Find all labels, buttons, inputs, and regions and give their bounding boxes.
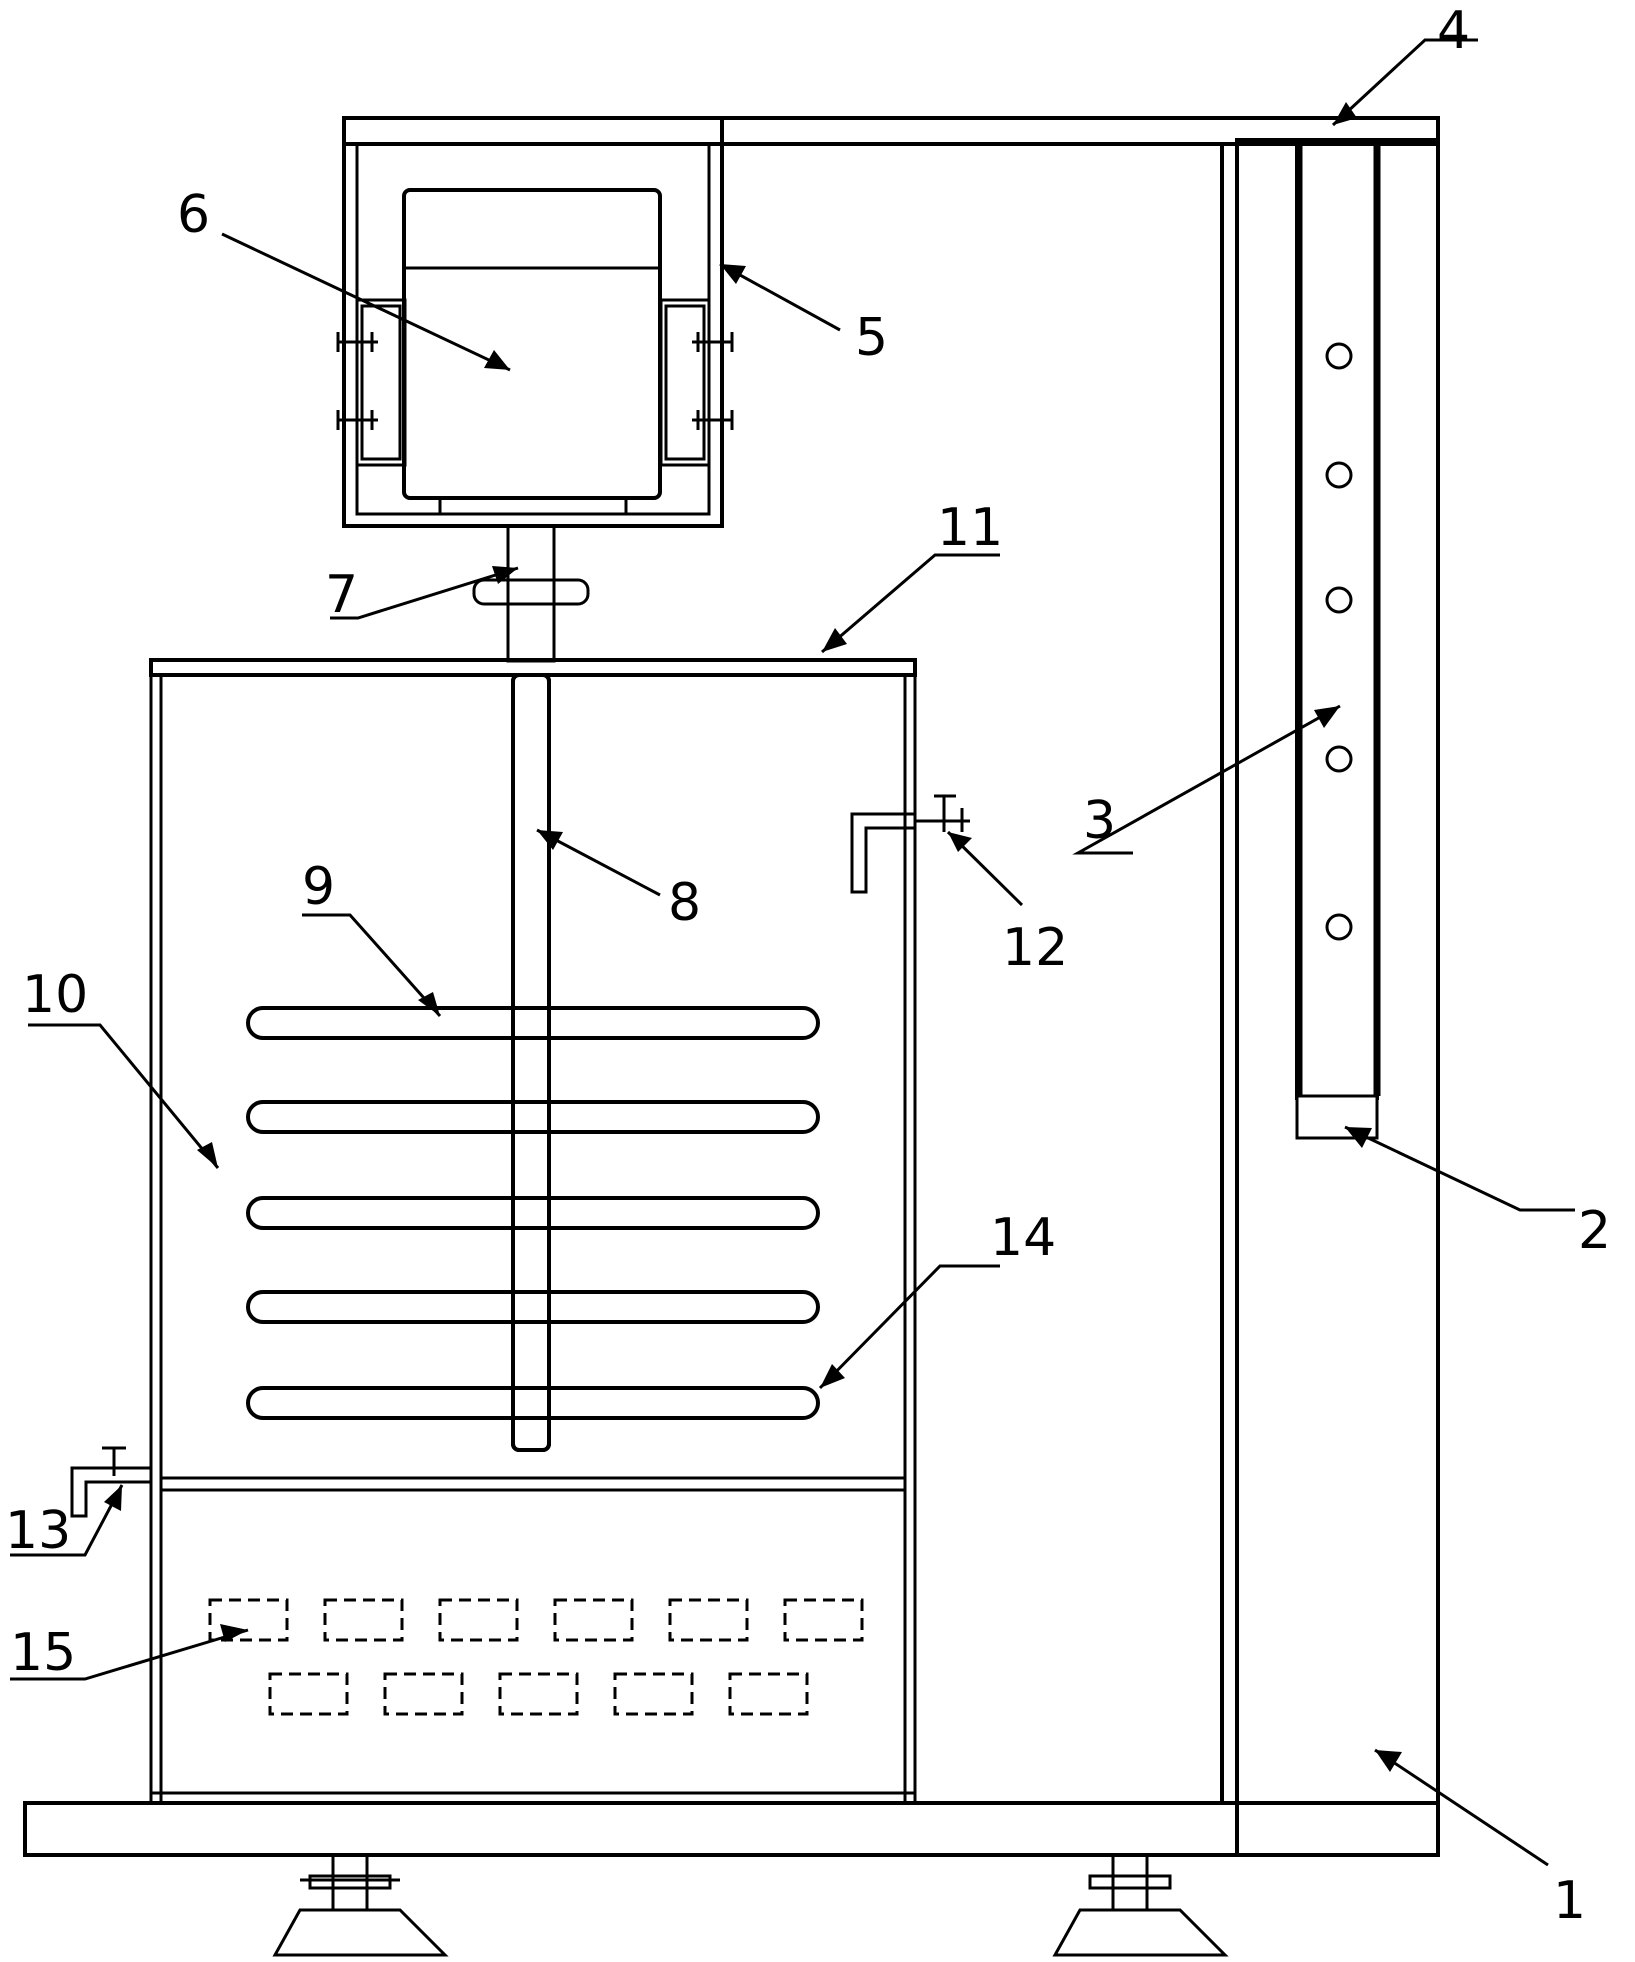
right-column (1235, 138, 1440, 1857)
label-7: 7 (325, 565, 358, 625)
bolt-icon (336, 410, 378, 430)
label-5: 5 (855, 308, 888, 368)
right-foot (1052, 1853, 1229, 1957)
label-8: 8 (668, 873, 701, 933)
heating-elements (208, 1598, 864, 1716)
label-15: 15 (10, 1623, 76, 1683)
bolt-icon (692, 410, 734, 430)
label-2: 2 (1578, 1201, 1611, 1261)
leader-lines (10, 38, 1575, 1867)
label-14: 14 (990, 1208, 1056, 1268)
label-11: 11 (937, 498, 1003, 558)
channel-holes (1325, 342, 1353, 941)
motor (402, 188, 662, 516)
motor-housing (336, 116, 734, 528)
base-plate (23, 1801, 1440, 1857)
channel-bottom-block (1295, 1094, 1379, 1140)
mixing-tank (149, 673, 917, 1805)
lower-valve (70, 1446, 151, 1518)
bolt-icon (692, 332, 734, 352)
bolt-icon (336, 332, 378, 352)
left-foot (272, 1853, 449, 1957)
label-1: 1 (1553, 1871, 1586, 1931)
label-6: 6 (177, 185, 210, 245)
label-4: 4 (1437, 1, 1470, 61)
label-13: 13 (5, 1501, 71, 1561)
part-labels: 1 2 3 4 5 6 7 8 9 10 11 12 13 14 15 (5, 1, 1611, 1931)
frame (23, 138, 1440, 1857)
label-12: 12 (1002, 918, 1068, 978)
coupling (472, 578, 590, 606)
stirring-shaft (511, 673, 551, 1452)
label-3: 3 (1083, 791, 1116, 851)
drive-shaft (472, 524, 590, 663)
label-10: 10 (22, 965, 88, 1025)
upper-valve (850, 794, 970, 894)
column-channel (1295, 141, 1379, 1100)
label-9: 9 (302, 857, 335, 917)
stirring-blades (246, 673, 820, 1452)
divider-plate (159, 1476, 907, 1492)
